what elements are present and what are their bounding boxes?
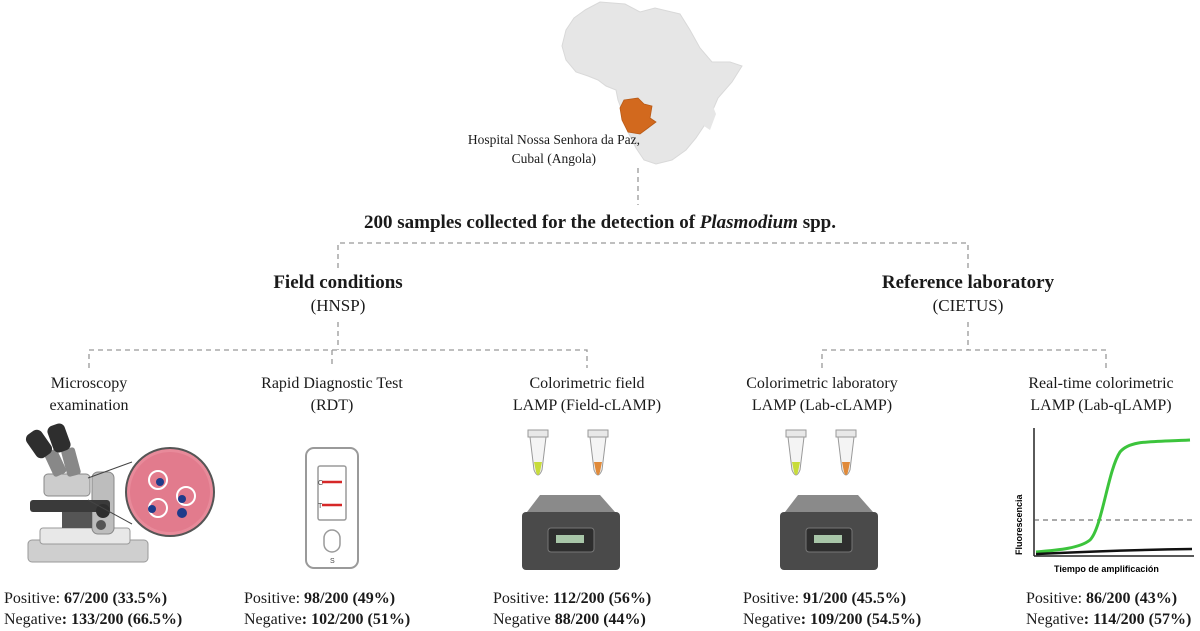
heat-block-icon [522,495,620,570]
page-title: 200 samples collected for the detection … [364,212,836,233]
y-axis-label: Fluorescencia [1014,493,1024,555]
branch-subtitle: (HNSP) [310,296,366,315]
branch-field-conditions: Field conditions (HNSP) [218,272,458,316]
x-axis-label: Tiempo de amplificación [1054,564,1159,574]
result-rdt: Positive: 98/200 (49%) Negative: 102/200… [244,590,411,628]
location-line-1: Hospital Nossa Senhora da Paz, [467,132,640,147]
amplification-curve-icon: Fluorescencia Tiempo de amplificación [1014,428,1194,574]
rdt-sample-label: S [330,558,335,565]
location-line-2: Cubal (Angola) [511,151,596,166]
angola-region [619,97,657,135]
result-lab-clamp: Positive: 91/200 (45.5%) Negative: 109/2… [743,590,922,628]
tubes-icon [785,429,857,476]
branch-subtitle: (CIETUS) [932,296,1004,315]
result-lab-qlamp: Positive: 86/200 (43%) Negative: 114/200… [1026,590,1192,628]
method-rdt: Rapid Diagnostic Test(RDT) [261,375,403,414]
tubes-icon [527,429,609,476]
blood-smear-icon [125,447,215,537]
negative-curve [1035,547,1193,556]
hospital-location: Hospital Nossa Senhora da Paz, Cubal (An… [400,130,640,168]
branch-title: Reference laboratory [881,272,1055,293]
rdt-control-label: C [318,480,323,487]
rdt-test-label: T [318,503,323,510]
positive-curve [1035,438,1191,554]
microscope-icon [25,423,149,563]
result-field-clamp: Positive: 112/200 (56%) Negative 88/200 … [493,590,652,628]
heat-block-icon [780,495,878,570]
branch-reference-laboratory: Reference laboratory (CIETUS) [848,272,1088,316]
branch-title: Field conditions [273,272,403,293]
africa-map-icon [561,1,743,165]
rdt-cassette-icon: C T S [305,447,359,569]
result-microscopy: Positive: 67/200 (33.5%) Negative: 133/2… [4,590,183,628]
